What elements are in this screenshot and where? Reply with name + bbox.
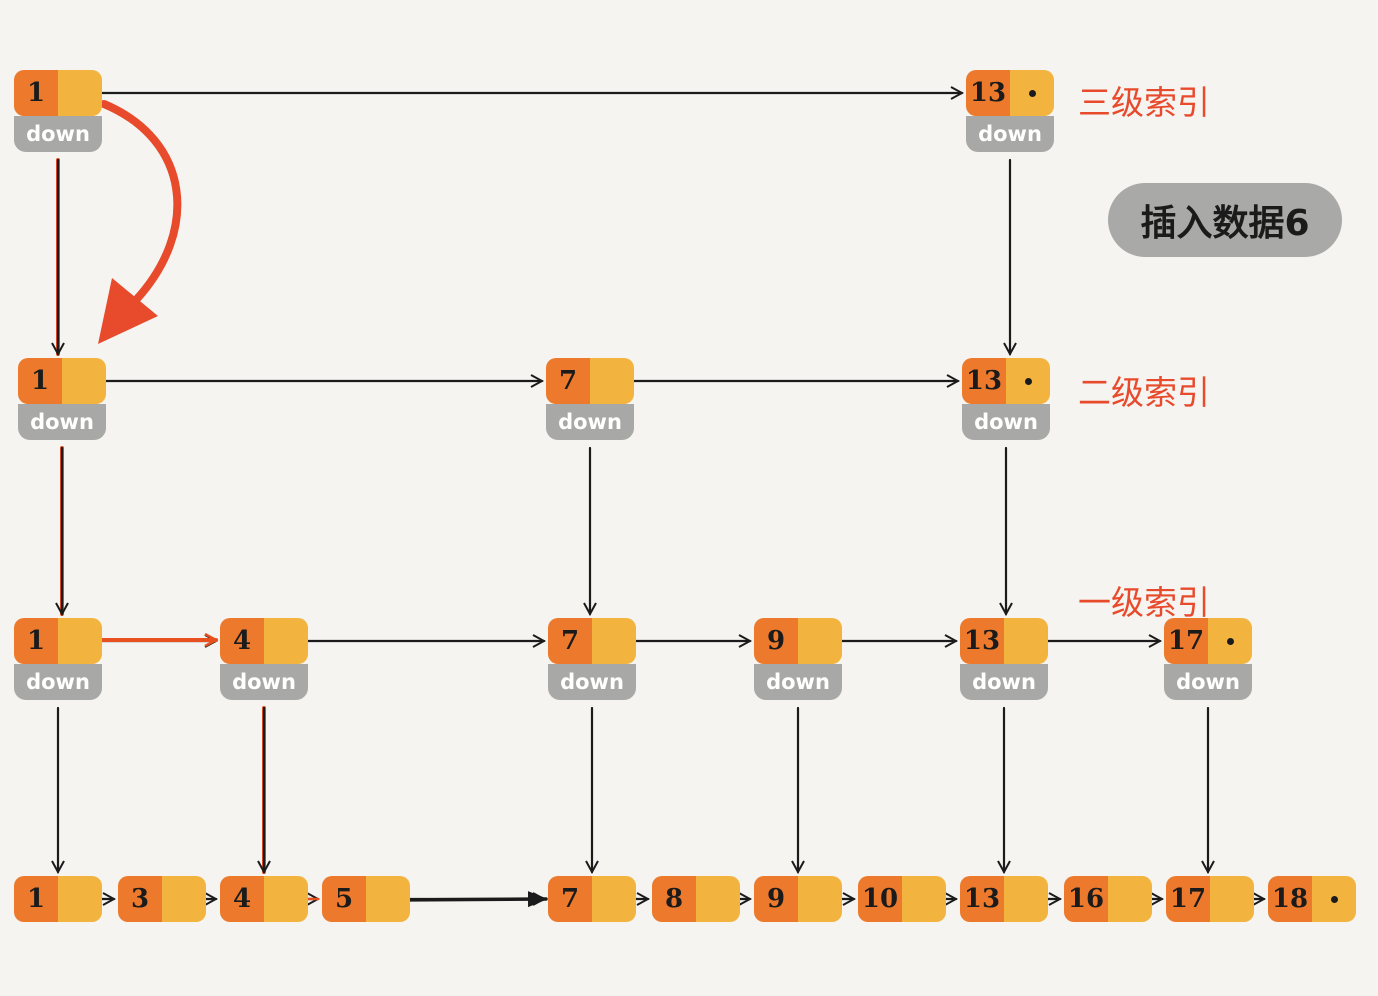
list-node: 13 <box>960 876 1048 922</box>
node-next-pointer <box>366 876 410 922</box>
null-pointer-dot <box>1226 637 1234 645</box>
list-node: 9 <box>754 876 842 922</box>
node-value: 13 <box>966 70 1010 116</box>
node-value: 1 <box>14 70 58 116</box>
node-next-pointer <box>592 876 636 922</box>
node-next-pointer <box>58 618 102 664</box>
next-arrow-bold <box>390 891 548 908</box>
level-label-2: 二级索引 <box>1078 373 1210 412</box>
node-next-pointer <box>696 876 740 922</box>
list-node: 3 <box>118 876 206 922</box>
node-next-pointer <box>798 618 842 664</box>
node-next-pointer <box>62 358 106 404</box>
node-next-pointer <box>592 618 636 664</box>
list-node: 5 <box>322 876 410 922</box>
node-value: 16 <box>1064 876 1108 922</box>
node-value: 4 <box>220 876 264 922</box>
node-value: 10 <box>858 876 902 922</box>
node-value: 1 <box>18 358 62 404</box>
list-node: 18 <box>1268 876 1356 922</box>
list-node: 7 <box>548 876 636 922</box>
node-value: 7 <box>548 618 592 664</box>
node-next-pointer <box>264 618 308 664</box>
node-value: 3 <box>118 876 162 922</box>
node-value: 13 <box>960 876 1004 922</box>
node-next-pointer <box>1004 876 1048 922</box>
node-value: 9 <box>754 618 798 664</box>
node-next-pointer <box>1210 876 1254 922</box>
insert-arrowhead <box>98 278 158 344</box>
node-next-pointer <box>902 876 946 922</box>
down-pointer-box: down <box>754 664 842 700</box>
node-value: 8 <box>652 876 696 922</box>
down-pointer-box: down <box>18 404 106 440</box>
node-value: 7 <box>546 358 590 404</box>
level-label-1: 一级索引 <box>1078 583 1210 622</box>
node-next-pointer <box>1208 618 1252 664</box>
down-pointer-box: down <box>962 404 1050 440</box>
node-value: 13 <box>962 358 1006 404</box>
null-pointer-dot <box>1028 89 1036 97</box>
node-next-pointer <box>58 876 102 922</box>
list-node: 4 <box>220 876 308 922</box>
down-pointer-box: down <box>546 404 634 440</box>
insert-badge: 插入数据6 <box>1108 183 1342 257</box>
down-pointer-box: down <box>220 664 308 700</box>
node-value: 13 <box>960 618 1004 664</box>
node-next-pointer <box>1312 876 1356 922</box>
node-value: 1 <box>14 618 58 664</box>
node-value: 7 <box>548 876 592 922</box>
node-next-pointer <box>1006 358 1050 404</box>
down-pointer-box: down <box>14 116 102 152</box>
list-node: 10 <box>858 876 946 922</box>
null-pointer-dot <box>1024 377 1032 385</box>
node-value: 4 <box>220 618 264 664</box>
node-next-pointer <box>798 876 842 922</box>
insert-curve-arrow <box>100 100 182 304</box>
null-pointer-dot <box>1330 895 1338 903</box>
node-value: 5 <box>322 876 366 922</box>
down-pointer-box: down <box>548 664 636 700</box>
node-next-pointer <box>590 358 634 404</box>
node-next-pointer <box>162 876 206 922</box>
list-node: 1 <box>14 876 102 922</box>
down-pointer-box: down <box>1164 664 1252 700</box>
level-label-3: 三级索引 <box>1078 83 1210 122</box>
list-node: 17 <box>1166 876 1254 922</box>
node-next-pointer <box>264 876 308 922</box>
node-next-pointer <box>1004 618 1048 664</box>
node-next-pointer <box>1010 70 1054 116</box>
node-next-pointer <box>58 70 102 116</box>
list-node: 8 <box>652 876 740 922</box>
node-value: 18 <box>1268 876 1312 922</box>
down-pointer-box: down <box>14 664 102 700</box>
down-pointer-box: down <box>960 664 1048 700</box>
node-value: 17 <box>1166 876 1210 922</box>
node-value: 17 <box>1164 618 1208 664</box>
node-next-pointer <box>1108 876 1152 922</box>
down-pointer-box: down <box>966 116 1054 152</box>
node-value: 9 <box>754 876 798 922</box>
list-node: 16 <box>1064 876 1152 922</box>
node-value: 1 <box>14 876 58 922</box>
